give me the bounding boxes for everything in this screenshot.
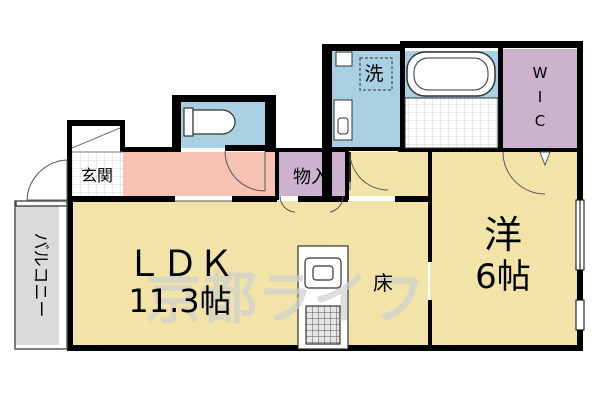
ldk-label: ＬＤＫ	[126, 244, 234, 285]
ldk-fill	[73, 201, 428, 345]
floor-heating-label: 床	[373, 271, 393, 295]
ldk-size: 11.3帖	[128, 282, 231, 320]
bathtub-icon	[404, 51, 499, 149]
interior-doors[interactable]	[175, 150, 551, 213]
storage-fill	[277, 152, 347, 196]
entrance-fill	[71, 152, 123, 196]
balcony-label: バルコニー	[30, 233, 50, 318]
kitchen-counter	[297, 245, 349, 350]
wash-basin-icon	[333, 51, 353, 141]
balcony-outline	[14, 200, 68, 350]
corridor-fill	[347, 152, 430, 196]
balcony-fill	[15, 205, 59, 345]
shoe-cabinet	[71, 127, 123, 153]
watermark: 京都ライフ	[145, 267, 425, 332]
wic-label-i: I	[538, 88, 542, 106]
western-fill	[430, 152, 577, 345]
wic-label-c: C	[535, 112, 545, 130]
entrance-label: 玄関	[81, 166, 113, 185]
washer-space	[359, 57, 393, 91]
wic-fill	[503, 49, 577, 148]
toilet-icon	[183, 107, 236, 137]
entrance-door[interactable]	[26, 159, 68, 201]
storage-label: 物入	[293, 167, 329, 188]
western-label: 洋	[484, 213, 522, 257]
hallway-fill	[123, 152, 275, 196]
wic-label-w: W	[533, 64, 548, 82]
western-size: 6帖	[475, 257, 531, 297]
washroom-label: 洗	[364, 63, 383, 85]
